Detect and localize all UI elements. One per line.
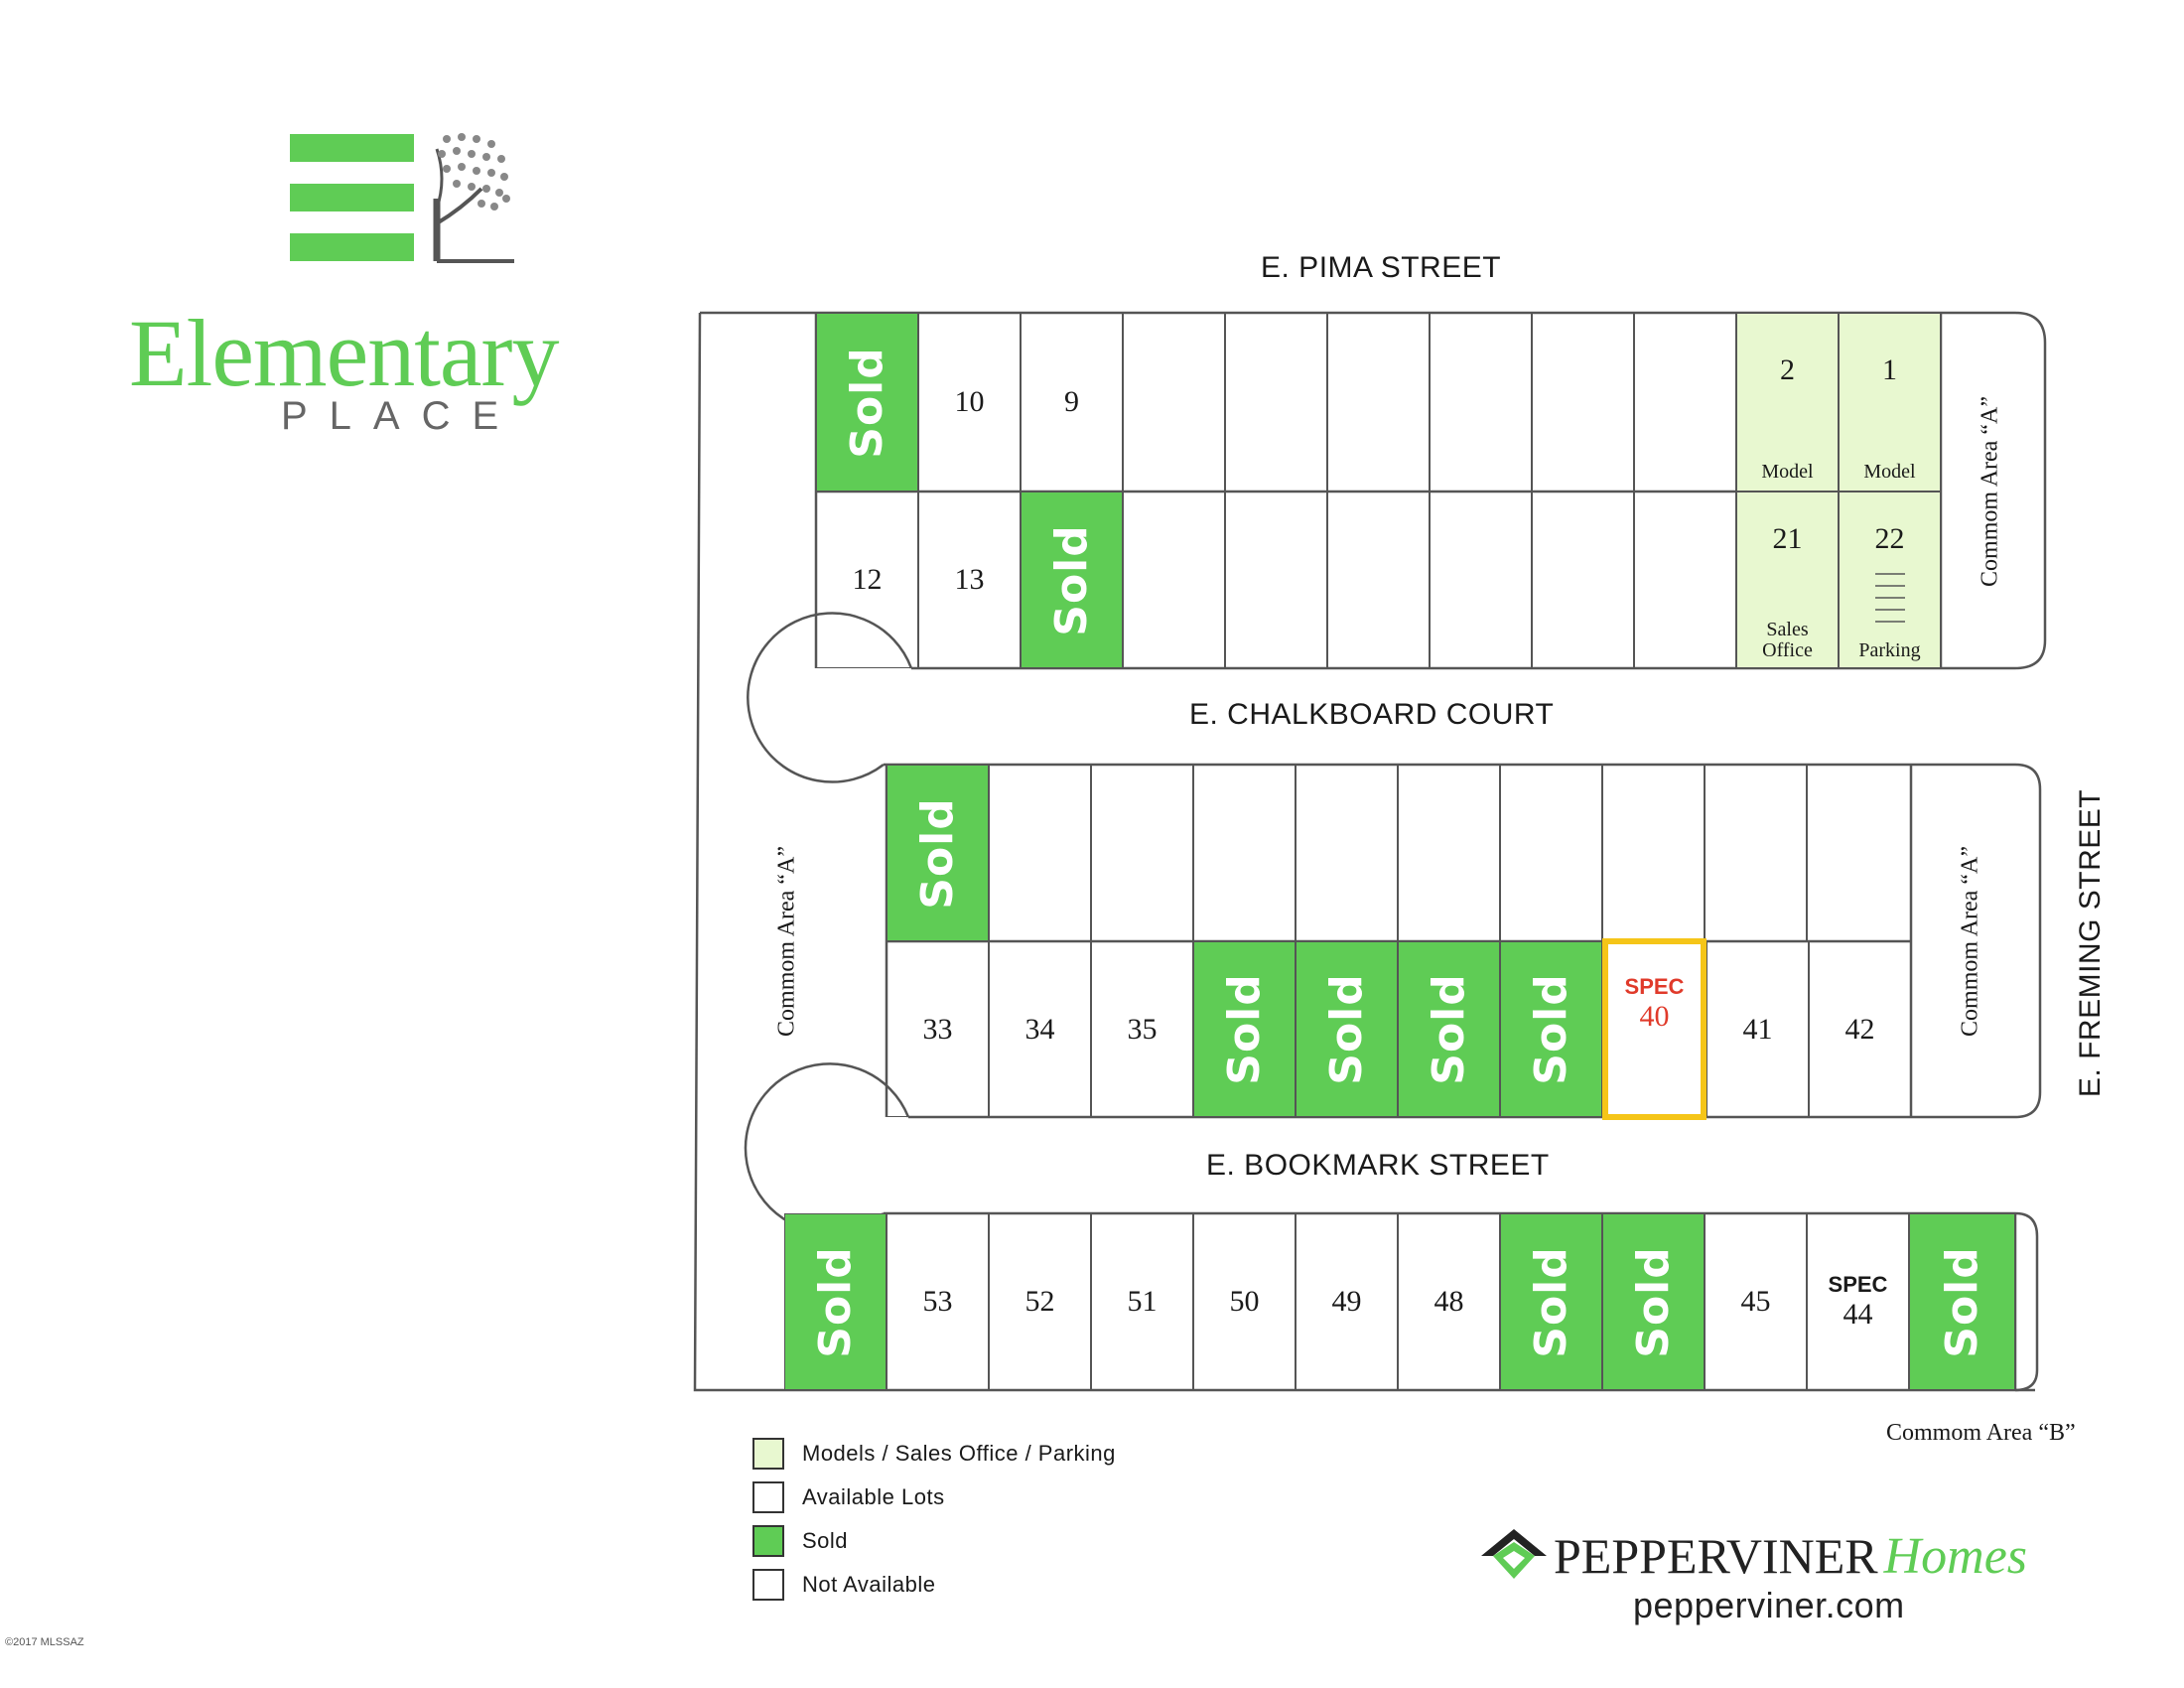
lot-40-spec[interactable]: SPEC 40 <box>1602 938 1706 1120</box>
lot-available[interactable] <box>1296 765 1398 941</box>
lot-available[interactable] <box>1327 313 1430 492</box>
common-area-a-mid: Commom Area “A” <box>1957 846 1983 1037</box>
lot-available[interactable] <box>1602 765 1705 941</box>
lot-available[interactable] <box>1123 492 1225 668</box>
copyright-text: ©2017 MLSSAZ <box>5 1636 84 1648</box>
lot-sold[interactable]: Sold <box>1193 941 1296 1117</box>
lot-12[interactable]: 12 <box>816 492 918 668</box>
lot-53[interactable]: 53 <box>887 1213 989 1390</box>
lot-sold[interactable]: Sold <box>1500 941 1602 1117</box>
lot-available[interactable] <box>1091 765 1193 941</box>
street-label-bookmark: E. BOOKMARK STREET <box>1206 1149 1550 1182</box>
lot-sold[interactable]: Sold <box>1021 492 1123 668</box>
lot-48[interactable]: 48 <box>1398 1213 1500 1390</box>
lot-sold[interactable]: Sold <box>1909 1213 2015 1390</box>
lot-sold[interactable]: Sold <box>784 1213 887 1390</box>
lot-44-spec[interactable]: SPEC 44 <box>1807 1213 1909 1390</box>
lot-1-model[interactable]: 1 Model <box>1839 313 1941 492</box>
lot-available[interactable] <box>1807 765 1911 941</box>
lot-50[interactable]: 50 <box>1193 1213 1296 1390</box>
common-area-a-top: Commom Area “A” <box>1977 396 2003 587</box>
lot-33[interactable]: 33 <box>887 941 989 1117</box>
tree-icon <box>433 133 514 263</box>
lot-available[interactable] <box>1225 313 1327 492</box>
block-top-outline <box>700 311 2047 670</box>
lot-available[interactable] <box>1430 492 1532 668</box>
lot-available[interactable] <box>989 765 1091 941</box>
lot-available[interactable] <box>1705 765 1807 941</box>
lot-22-parking[interactable]: 22 Parking <box>1839 492 1941 668</box>
legend-item-models: Models / Sales Office / Parking <box>752 1438 1116 1470</box>
brand-subtitle: PLACE <box>281 394 521 438</box>
lot-available[interactable] <box>1430 313 1532 492</box>
street-label-pima: E. PIMA STREET <box>1261 251 1502 284</box>
street-label-chalkboard: E. CHALKBOARD COURT <box>1189 698 1555 731</box>
cul-de-sac-top <box>747 612 913 783</box>
common-area-b: Commom Area “B” <box>1886 1420 2076 1446</box>
legend-item-not-available: Not Available <box>752 1569 936 1601</box>
brand-name: Elementary <box>129 300 559 406</box>
lot-sold[interactable]: Sold <box>1500 1213 1602 1390</box>
pepper-viner-logo-icon <box>1481 1529 1547 1579</box>
lot-42[interactable]: 42 <box>1809 941 1911 1117</box>
lot-52[interactable]: 52 <box>989 1213 1091 1390</box>
builder-name-viner: VINER <box>1725 1528 1878 1584</box>
lot-34[interactable]: 34 <box>989 941 1091 1117</box>
lot-sold[interactable]: Sold <box>1398 941 1500 1117</box>
logo-mark-icon <box>290 133 514 263</box>
lot-13[interactable]: 13 <box>918 492 1021 668</box>
common-area-a-left: Commom Area “A” <box>773 846 800 1037</box>
lot-available[interactable] <box>1193 765 1296 941</box>
lot-sold[interactable]: Sold <box>816 313 918 492</box>
lot-51[interactable]: 51 <box>1091 1213 1193 1390</box>
legend-swatch <box>752 1525 784 1557</box>
legend-swatch <box>752 1438 784 1470</box>
lot-sold[interactable]: Sold <box>1296 941 1398 1117</box>
lot-available[interactable] <box>1225 492 1327 668</box>
lot-available[interactable] <box>1398 765 1500 941</box>
lot-available[interactable] <box>1634 492 1736 668</box>
lot-available[interactable] <box>1634 313 1736 492</box>
lot-10[interactable]: 10 <box>918 313 1021 492</box>
lot-9[interactable]: 9 <box>1021 313 1123 492</box>
lot-49[interactable]: 49 <box>1296 1213 1398 1390</box>
lot-41[interactable]: 41 <box>1706 941 1809 1117</box>
lot-available[interactable] <box>1500 765 1602 941</box>
builder-name-homes: Homes <box>1883 1528 2028 1585</box>
lot-available[interactable] <box>1327 492 1430 668</box>
builder-website[interactable]: pepperviner.com <box>1633 1585 1905 1625</box>
legend-swatch <box>752 1569 784 1601</box>
lot-35[interactable]: 35 <box>1091 941 1193 1117</box>
block-middle-outline <box>884 763 2042 1119</box>
legend-item-sold: Sold <box>752 1525 848 1557</box>
lot-sold[interactable]: Sold <box>1602 1213 1705 1390</box>
lot-2-model[interactable]: 2 Model <box>1736 313 1839 492</box>
lot-available[interactable] <box>1532 492 1634 668</box>
lot-sold[interactable]: Sold <box>887 765 989 941</box>
legend-swatch <box>752 1481 784 1513</box>
west-boundary <box>693 312 2035 1392</box>
lot-available[interactable] <box>1532 313 1634 492</box>
lot-45[interactable]: 45 <box>1705 1213 1807 1390</box>
lot-available[interactable] <box>1123 313 1225 492</box>
lot-21-sales-office[interactable]: 21 Sales Office <box>1736 492 1839 668</box>
legend-item-available: Available Lots <box>752 1481 945 1513</box>
builder-name-pepper: PEPPER <box>1554 1528 1726 1584</box>
parking-stripes-icon <box>1874 572 1905 623</box>
street-label-freming: E. FREMING STREET <box>2074 788 2107 1098</box>
cul-de-sac-bottom <box>744 1062 910 1234</box>
